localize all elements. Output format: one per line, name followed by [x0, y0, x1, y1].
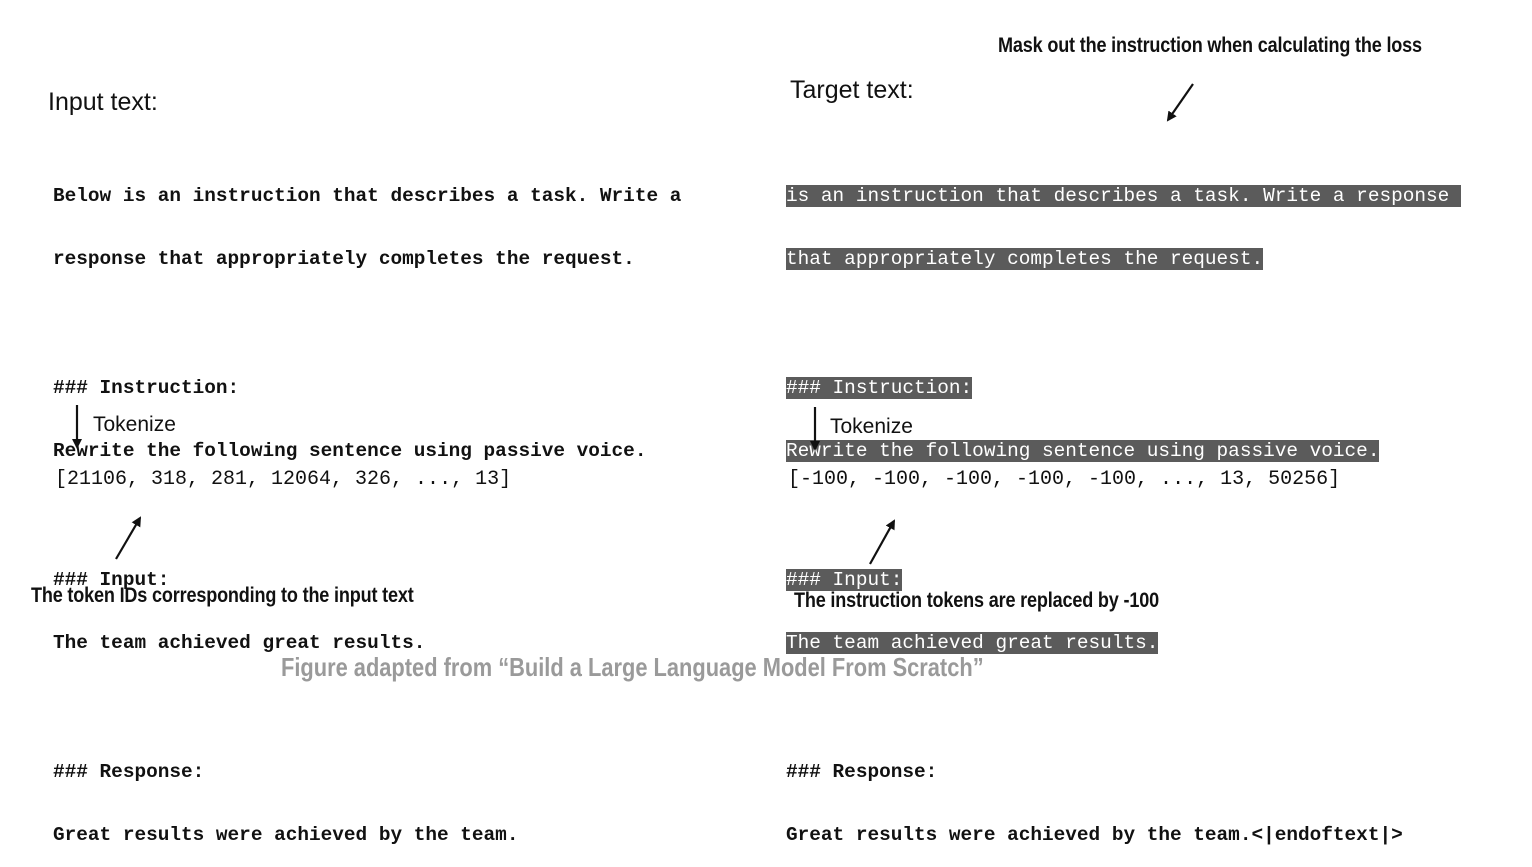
input-line-1: Below is an instruction that describes a… — [53, 185, 682, 207]
tokenize-label-left: Tokenize — [93, 413, 176, 436]
target-line-response-header: ### Response: — [786, 761, 938, 783]
input-line-instruction: Rewrite the following sentence using pas… — [53, 440, 647, 462]
masked-line-1: is an instruction that describes a task.… — [786, 185, 1461, 207]
input-line-response: Great results were achieved by the team. — [53, 824, 519, 846]
target-token-ids: [-100, -100, -100, -100, -100, ..., 13, … — [788, 468, 1341, 491]
input-line-response-header: ### Response: — [53, 761, 205, 783]
target-line-response: Great results were achieved by the team.… — [786, 824, 1403, 846]
input-line-input: The team achieved great results. — [53, 632, 426, 654]
masked-line-input-header: ### Input: — [786, 569, 903, 591]
target-text-heading: Target text: — [790, 76, 914, 104]
masked-line-instruction-header: ### Instruction: — [786, 377, 973, 399]
masked-line-input: The team achieved great results. — [786, 632, 1159, 654]
target-callout-arrow — [869, 519, 895, 565]
figure-caption: Figure adapted from “Build a Large Langu… — [281, 652, 984, 682]
target-token-ids-callout: The instruction tokens are replaced by -… — [794, 589, 1159, 612]
input-callout-arrow — [115, 516, 142, 560]
input-token-ids-callout: The token IDs corresponding to the input… — [31, 584, 414, 607]
tokenize-label-right: Tokenize — [830, 415, 913, 438]
input-text-heading: Input text: — [48, 88, 158, 116]
input-token-ids: [21106, 318, 281, 12064, 326, ..., 13] — [55, 468, 512, 491]
masked-line-instruction: Rewrite the following sentence using pas… — [786, 440, 1380, 462]
arrows-layer — [72, 83, 1194, 565]
mask-callout-arrow — [1166, 83, 1194, 122]
input-line-2: response that appropriately completes th… — [53, 248, 635, 270]
masked-line-2: that appropriately completes the request… — [786, 248, 1264, 270]
input-line-instruction-header: ### Instruction: — [53, 377, 240, 399]
input-line-input-header: ### Input: — [53, 569, 170, 591]
mask-callout: Mask out the instruction when calculatin… — [998, 34, 1422, 57]
